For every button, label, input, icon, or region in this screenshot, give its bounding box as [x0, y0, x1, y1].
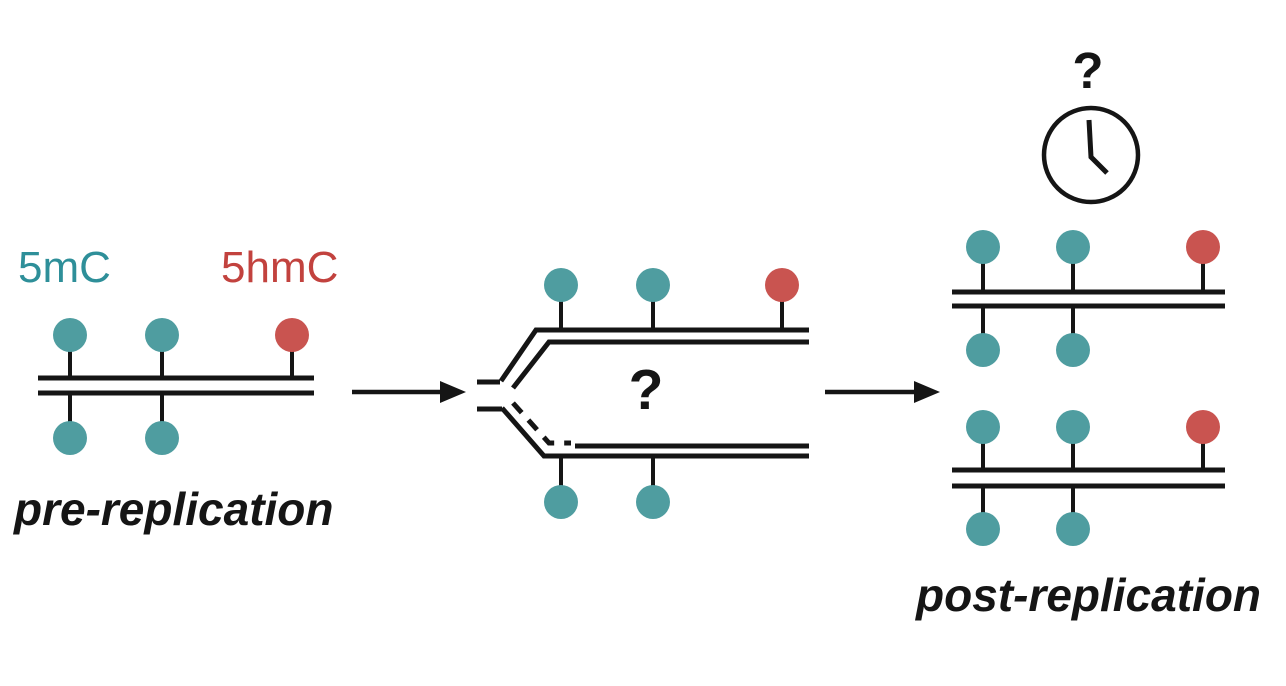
mark-5mC: [1056, 512, 1090, 546]
top-strand-marks: [966, 230, 1220, 292]
pre-replication-duplex: [38, 318, 314, 455]
mark-5mC: [966, 333, 1000, 367]
mark-5mC: [966, 410, 1000, 444]
post-replication-duplex-1: [952, 230, 1225, 367]
arrow-right-icon: [352, 381, 466, 403]
clock-hands: [1086, 119, 1109, 175]
replication-fork: [477, 268, 809, 519]
mark-5mC: [544, 268, 578, 302]
mark-5hmC: [275, 318, 309, 352]
mark-5mC: [53, 318, 87, 352]
clock-question-mark: ?: [1072, 42, 1104, 99]
mark-5hmC: [1186, 230, 1220, 264]
bottom-strand-marks: [53, 393, 179, 455]
mark-5mC: [966, 512, 1000, 546]
mark-5mC: [544, 485, 578, 519]
bottom-strand-marks: [966, 306, 1090, 367]
mark-5mC: [1056, 410, 1090, 444]
clock-face: [1041, 105, 1141, 205]
post-replication-duplex-2: [952, 410, 1225, 546]
arrow-head: [914, 381, 940, 403]
mark-5mC: [636, 268, 670, 302]
top-strand-marks: [53, 318, 309, 378]
mark-5mC: [53, 421, 87, 455]
legend-label-5mc: 5mC: [18, 243, 111, 292]
mark-5mC: [1056, 230, 1090, 264]
legend-label-5hmc: 5hmC: [221, 243, 339, 292]
bottom-strand-marks: [966, 486, 1090, 546]
mark-5mC: [636, 485, 670, 519]
fork-top-inner-strand: [511, 339, 809, 390]
arrow-head: [440, 381, 466, 403]
mark-5hmC: [1186, 410, 1220, 444]
mark-5mC: [145, 318, 179, 352]
lagging-strand-marks: [544, 456, 670, 519]
mark-5mC: [966, 230, 1000, 264]
fork-bottom-inner-strand-dashed: [511, 401, 571, 446]
clock-icon: [1041, 105, 1141, 205]
leading-strand-marks: [544, 268, 799, 331]
caption-pre-replication: pre-replication: [14, 483, 334, 535]
fork-question-mark: ?: [628, 358, 664, 422]
fork-bottom-outer-strand: [500, 406, 809, 459]
mark-5mC: [1056, 333, 1090, 367]
mark-5mC: [145, 421, 179, 455]
mark-5hmC: [765, 268, 799, 302]
arrow-right-icon: [825, 381, 940, 403]
caption-post-replication: post-replication: [916, 569, 1262, 621]
fork-top-outer-strand: [498, 327, 809, 383]
top-strand-marks: [966, 410, 1220, 470]
